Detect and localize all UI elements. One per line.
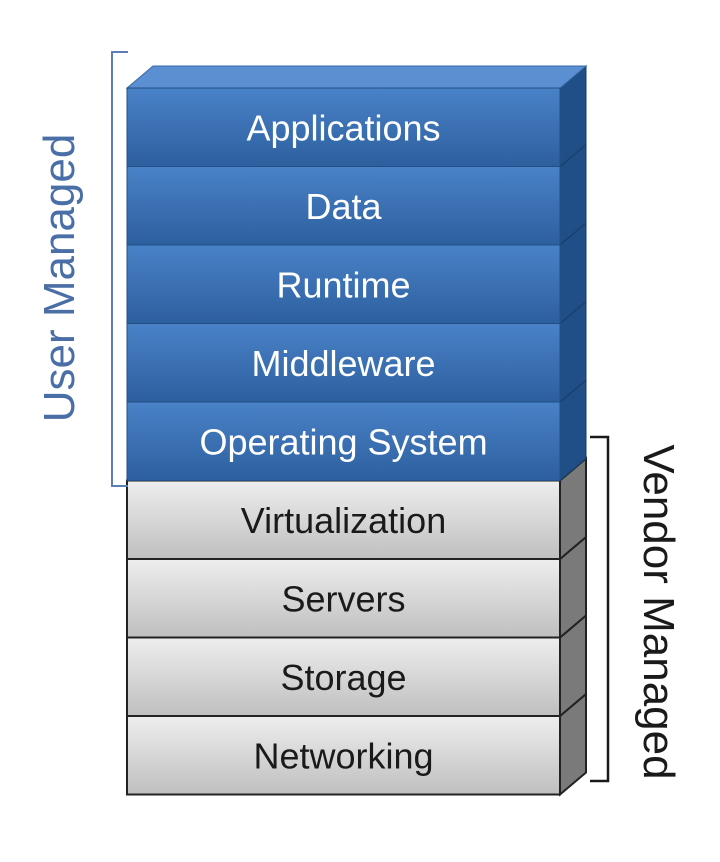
layer-label: Data <box>305 186 382 227</box>
layer-label: Storage <box>280 657 406 698</box>
layer-virtualization: Virtualization <box>126 456 587 562</box>
layer-label: Virtualization <box>241 500 446 541</box>
layer-front-face <box>126 401 561 481</box>
layer-networking: Networking <box>126 691 587 797</box>
layer-label: Networking <box>253 735 433 776</box>
layer-label: Operating System <box>199 421 487 462</box>
layer-top-face <box>125 65 588 89</box>
layer-operating-system: Operating System <box>126 378 587 482</box>
layer-front-face <box>126 558 561 639</box>
vendor-managed-bracket <box>590 435 610 783</box>
layer-front-face <box>126 636 561 717</box>
layer-label: Middleware <box>251 343 435 384</box>
layer-front-face <box>126 244 561 324</box>
user-managed-label: User Managed <box>35 133 84 423</box>
layer-front-face <box>126 166 561 246</box>
vendor-managed-label: Vendor Managed <box>634 444 683 780</box>
layer-runtime: Runtime <box>126 221 587 325</box>
layer-label: Runtime <box>276 264 410 305</box>
layer-applications: Applications <box>125 64 588 168</box>
layer-front-face <box>126 323 561 403</box>
layer-middleware: Middleware <box>126 300 587 404</box>
layer-front-face <box>126 715 561 796</box>
user-managed-bracket <box>111 51 128 487</box>
layer-servers: Servers <box>126 534 587 640</box>
layer-front-face <box>126 87 561 167</box>
layer-storage: Storage <box>126 613 587 719</box>
layer-data: Data <box>126 143 587 247</box>
layer-label: Applications <box>246 107 440 148</box>
layer-label: Servers <box>281 578 405 619</box>
